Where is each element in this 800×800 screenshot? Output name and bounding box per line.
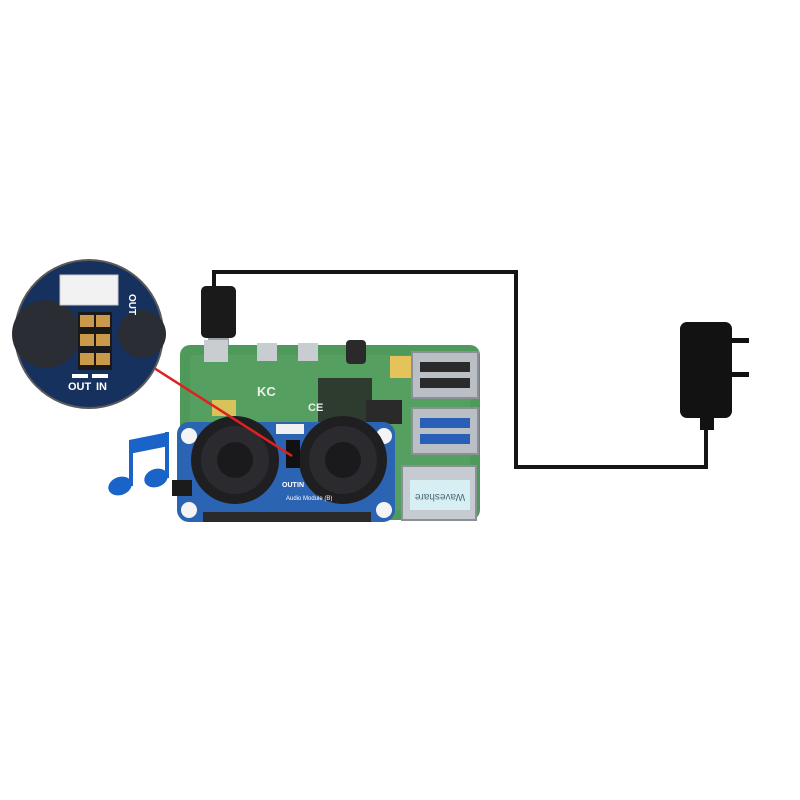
- callout-connector-label: OUT: [126, 294, 137, 315]
- ce-mark: CE: [308, 402, 323, 414]
- usb-ports: [411, 351, 479, 455]
- speaker-left: [191, 416, 279, 504]
- music-note-icon: [108, 432, 169, 496]
- audio-module-hat: OUT IN Audio Module (B): [177, 416, 395, 522]
- ethernet-port: Waveshare: [401, 465, 477, 521]
- pi-brand-text: Waveshare: [414, 491, 465, 502]
- hat-out-label: OUT: [282, 482, 298, 489]
- side-header: [172, 480, 192, 496]
- callout-in-label: IN: [96, 381, 107, 393]
- zoom-callout: OUT OUT IN: [12, 259, 166, 409]
- speaker-right: [299, 416, 387, 504]
- jumper-block: [286, 440, 300, 468]
- lightning-icon: [732, 345, 744, 370]
- hat-in-label: IN: [297, 482, 304, 489]
- hat-module-name: Audio Module (B): [286, 496, 332, 502]
- callout-out-label: OUT: [68, 381, 92, 393]
- power-adapter-icon: [680, 322, 749, 430]
- power-cable: [212, 270, 708, 469]
- callout-pointer: [153, 366, 293, 458]
- kc-mark: KC: [257, 384, 276, 399]
